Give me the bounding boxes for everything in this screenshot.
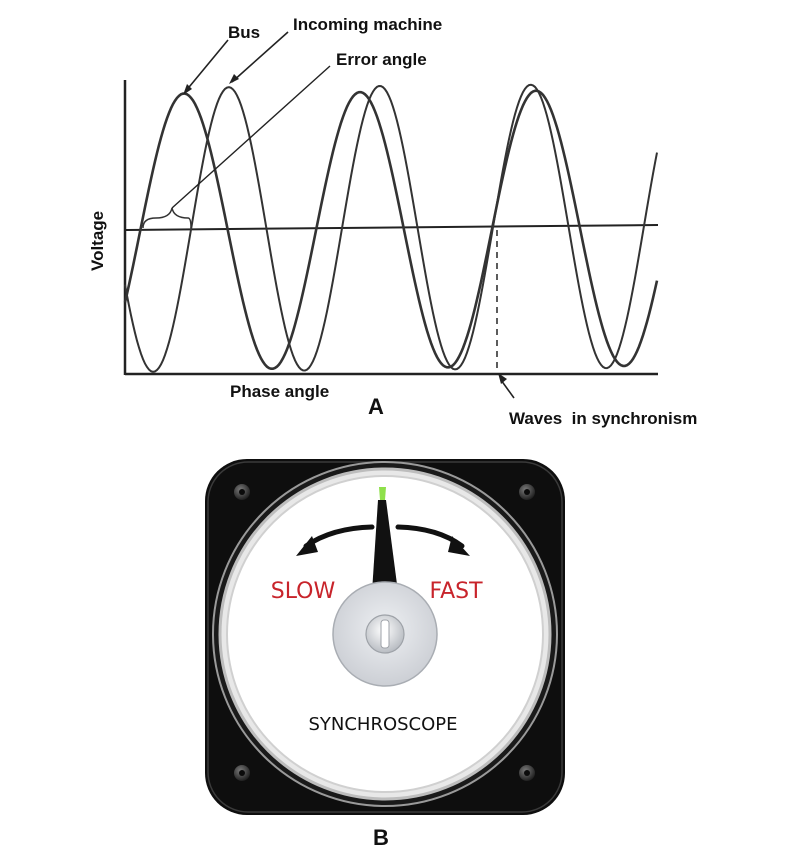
bus-wave: [123, 89, 659, 370]
needle-tip-icon: [379, 487, 386, 500]
screw-icon: [519, 484, 535, 500]
slow-arrowhead-icon: [296, 536, 318, 556]
waveform-diagram: Bus Incoming machine Error angle Voltage…: [88, 15, 697, 428]
sync-pointer-arrowhead: [498, 373, 507, 384]
error-angle-brace: [142, 207, 192, 229]
bus-pointer-arrowhead: [183, 84, 192, 95]
screw-icon: [234, 484, 250, 500]
panel-a-label: A: [368, 394, 384, 419]
bus-pointer: [184, 39, 229, 93]
synchroscope-meter: SLOW FAST SYNCHROSCOPE: [205, 459, 565, 815]
incoming-pointer: [231, 31, 289, 83]
incoming-machine-wave: [124, 83, 658, 373]
synchroscope-label: SYNCHROSCOPE: [308, 714, 457, 735]
error-angle-label: Error angle: [336, 50, 427, 69]
waves-in-synchronism-label: Waves in synchronism: [509, 409, 697, 428]
phase-angle-label: Phase angle: [230, 382, 329, 401]
screw-icon: [234, 765, 250, 781]
incoming-machine-label: Incoming machine: [293, 15, 442, 34]
zero-line: [124, 224, 659, 231]
sync-pointer: [500, 379, 515, 399]
error-angle-pointer: [171, 65, 331, 209]
knob-slot: [380, 619, 390, 649]
fast-arrowhead-icon: [448, 536, 470, 556]
slow-label: SLOW: [271, 579, 336, 604]
needle-icon: [372, 500, 398, 592]
panel-b-label: B: [373, 825, 389, 850]
incoming-pointer-arrowhead: [229, 74, 239, 84]
screw-icon: [519, 765, 535, 781]
bus-label: Bus: [228, 23, 260, 42]
voltage-axis-label: Voltage: [88, 211, 107, 271]
fast-label: FAST: [429, 579, 483, 604]
